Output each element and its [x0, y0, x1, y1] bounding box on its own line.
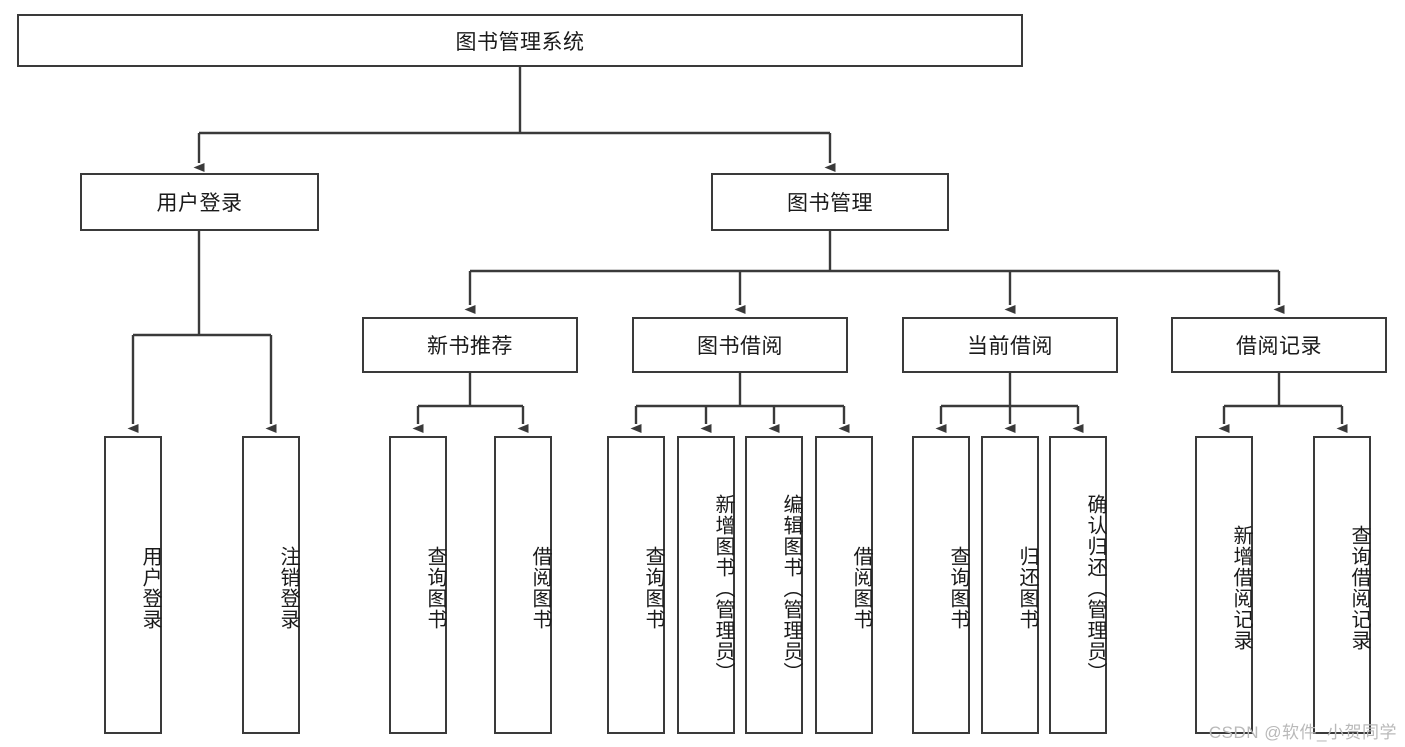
- node-label: 编辑图书（管理员）: [780, 493, 802, 683]
- node-label: 当前借阅: [967, 335, 1053, 358]
- node-label: 图书管理系统: [455, 30, 585, 54]
- node-label: 注销登录: [277, 546, 299, 630]
- node-label: 查询图书: [642, 546, 664, 630]
- leaf-add-borrow-record[interactable]: 新增借阅记录: [1195, 436, 1253, 734]
- leaf-query-book-borrow[interactable]: 查询图书: [607, 436, 665, 734]
- node-new-book-recommend[interactable]: 新书推荐: [362, 317, 578, 373]
- node-borrow-record[interactable]: 借阅记录: [1171, 317, 1387, 373]
- node-root-library-system[interactable]: 图书管理系统: [17, 14, 1023, 67]
- node-label: 图书管理: [787, 192, 873, 215]
- leaf-add-book-admin[interactable]: 新增图书（管理员）: [677, 436, 735, 734]
- node-label: 查询图书: [424, 546, 446, 630]
- node-label: 新增图书（管理员）: [712, 493, 734, 683]
- leaf-query-borrow-record[interactable]: 查询借阅记录: [1313, 436, 1371, 734]
- node-label: 借阅图书: [850, 546, 872, 630]
- node-book-management[interactable]: 图书管理: [711, 173, 949, 231]
- watermark: CSDN @软件_小贺同学: [1208, 723, 1397, 742]
- leaf-logout[interactable]: 注销登录: [242, 436, 300, 734]
- node-label: 借阅记录: [1236, 335, 1322, 358]
- node-label: 用户登录: [156, 192, 243, 215]
- leaf-return-book[interactable]: 归还图书: [981, 436, 1039, 734]
- node-label: 归还图书: [1016, 546, 1038, 630]
- node-label: 查询借阅记录: [1348, 525, 1370, 651]
- node-label: 确认归还（管理员）: [1084, 493, 1106, 683]
- leaf-confirm-return-admin[interactable]: 确认归还（管理员）: [1049, 436, 1107, 734]
- node-label: 查询图书: [947, 546, 969, 630]
- node-label: 图书借阅: [697, 335, 783, 358]
- node-current-borrow[interactable]: 当前借阅: [902, 317, 1118, 373]
- node-label: 用户登录: [139, 546, 161, 630]
- node-label: 借阅图书: [529, 546, 551, 630]
- leaf-borrow-book-recommend[interactable]: 借阅图书: [494, 436, 552, 734]
- leaf-query-book-recommend[interactable]: 查询图书: [389, 436, 447, 734]
- node-book-borrow[interactable]: 图书借阅: [632, 317, 848, 373]
- node-user-login[interactable]: 用户登录: [80, 173, 319, 231]
- leaf-query-book-current[interactable]: 查询图书: [912, 436, 970, 734]
- node-label: 新书推荐: [427, 335, 513, 358]
- leaf-edit-book-admin[interactable]: 编辑图书（管理员）: [745, 436, 803, 734]
- node-label: 新增借阅记录: [1230, 525, 1252, 651]
- leaf-borrow-book[interactable]: 借阅图书: [815, 436, 873, 734]
- leaf-user-login[interactable]: 用户登录: [104, 436, 162, 734]
